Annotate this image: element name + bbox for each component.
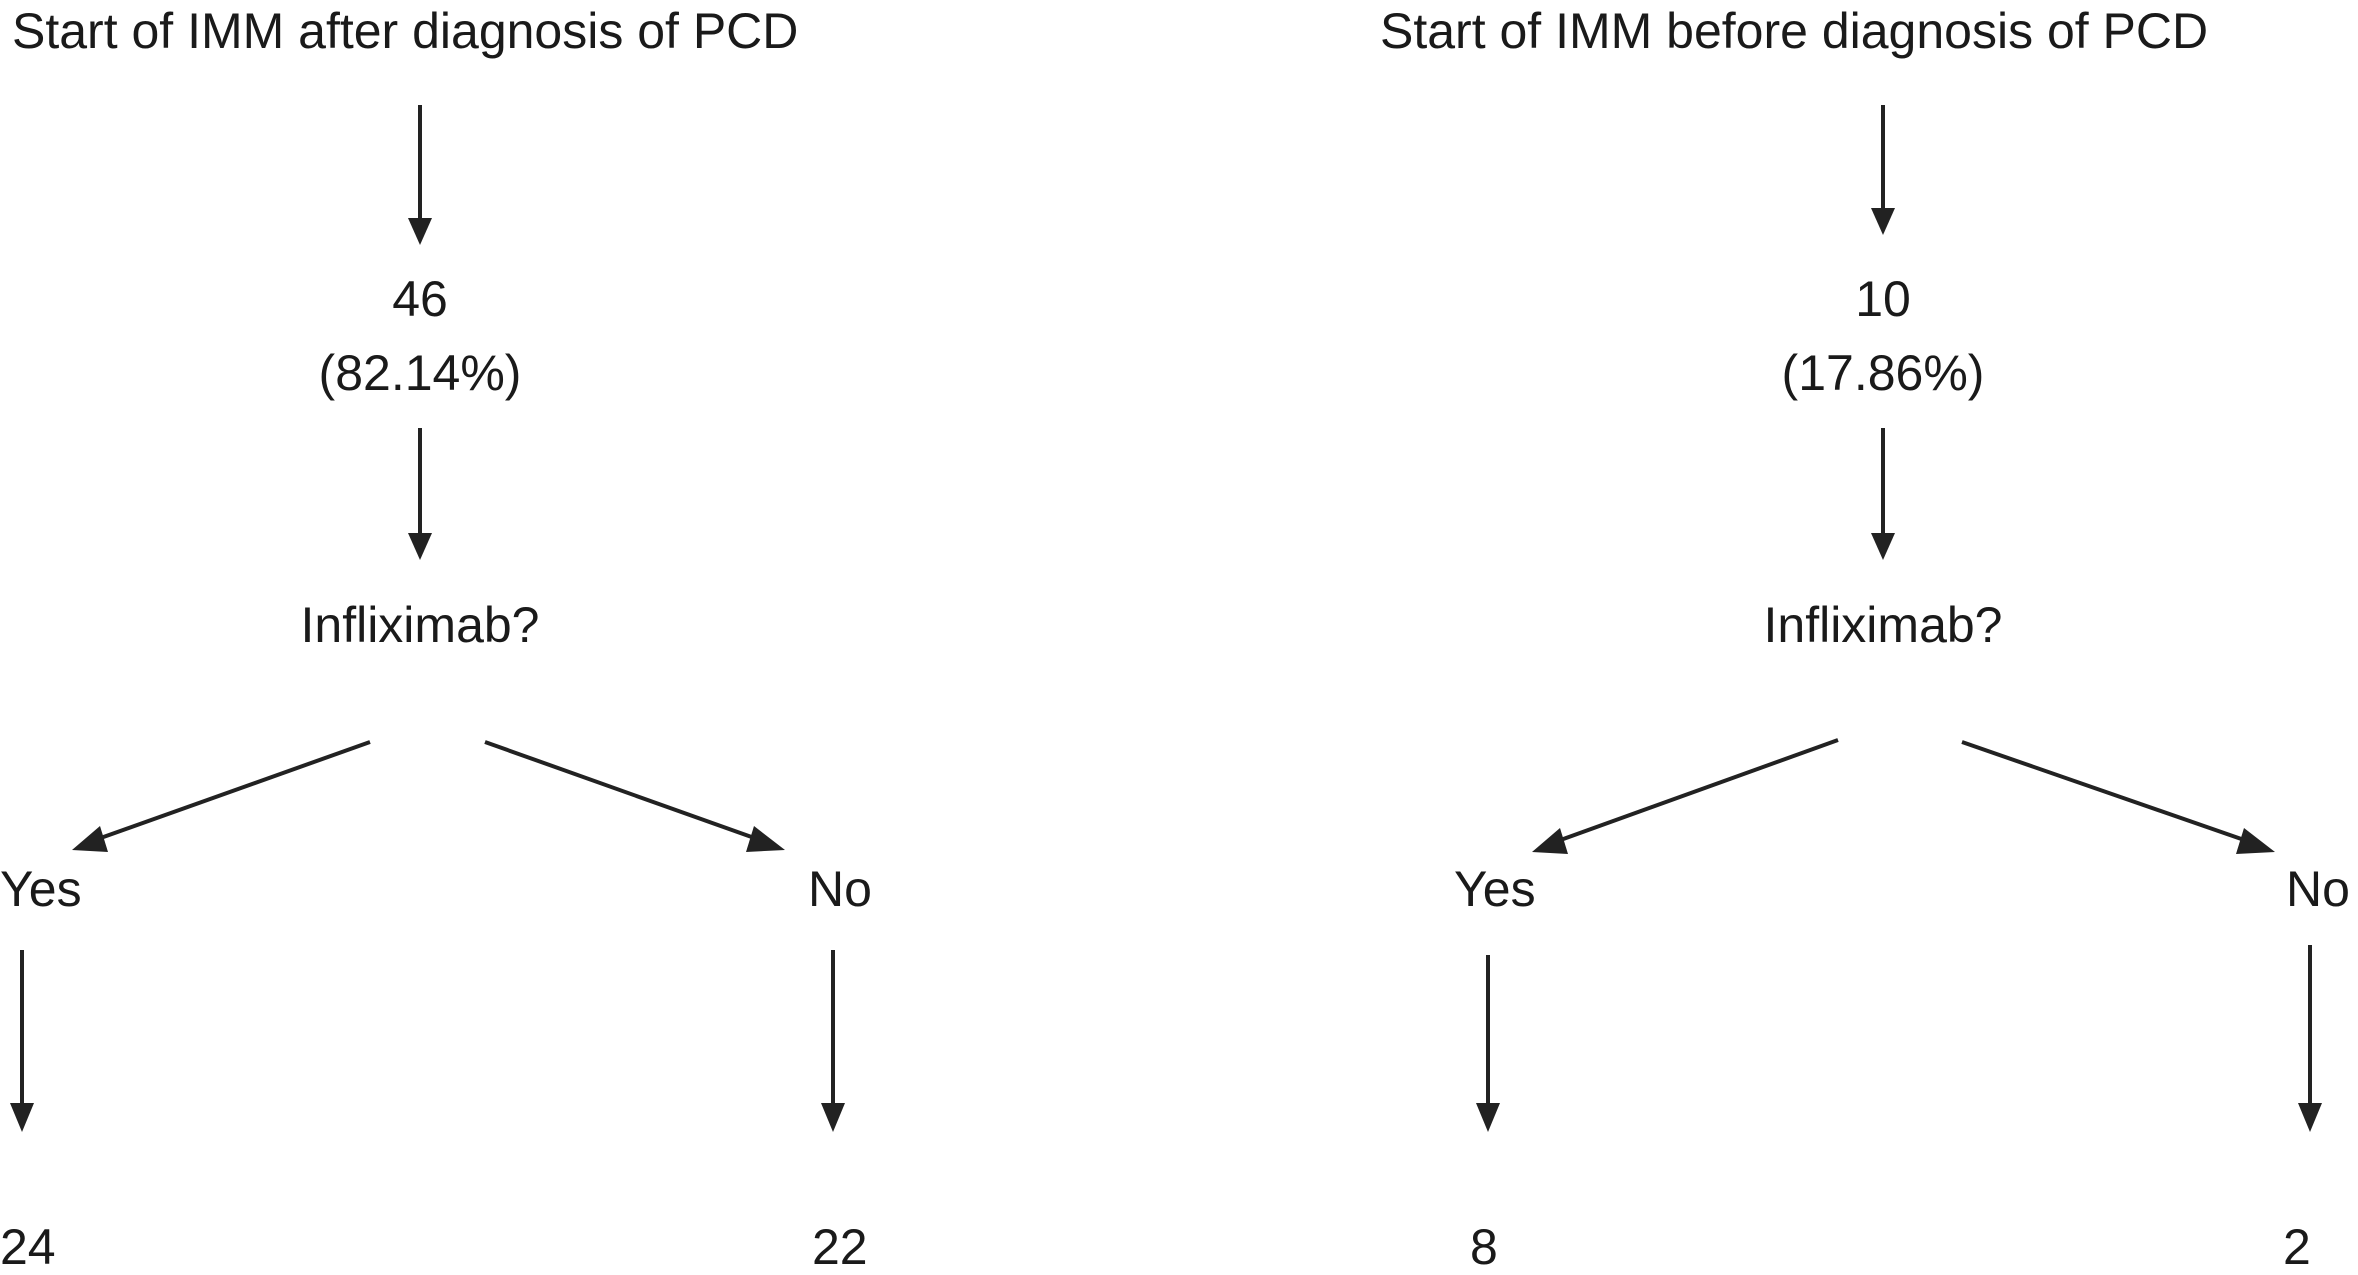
arrow-right-no-to-count [2298, 945, 2322, 1132]
left-count: 46 [392, 271, 448, 327]
left-no-count: 22 [812, 1219, 868, 1275]
right-count: 10 [1855, 271, 1911, 327]
left-yes-label: Yes [0, 861, 82, 917]
right-percent: (17.86%) [1781, 345, 1985, 401]
left-percent: (82.14%) [318, 345, 522, 401]
arrow-left-yes-to-count [10, 950, 34, 1132]
left-count-block: 46 (82.14%) [300, 262, 540, 410]
left-tree-title: Start of IMM after diagnosis of PCD [12, 3, 799, 59]
right-yes-label: Yes [1454, 861, 1536, 917]
right-no-count: 2 [2283, 1219, 2311, 1275]
left-no-label: No [808, 861, 872, 917]
arrow-left-no-to-count [821, 950, 845, 1132]
left-yes-count: 24 [0, 1219, 56, 1275]
arrow-left-question-to-no [484, 740, 785, 852]
right-count-block: 10 (17.86%) [1763, 262, 2003, 410]
right-yes-count: 8 [1470, 1219, 1498, 1275]
right-question: Infliximab? [1763, 597, 2003, 653]
arrow-right-yes-to-count [1476, 955, 1500, 1132]
arrow-right-title-to-count [1871, 105, 1895, 235]
arrow-right-question-to-no [1961, 740, 2275, 854]
arrow-left-question-to-yes [72, 740, 371, 852]
right-tree-title: Start of IMM before diagnosis of PCD [1380, 3, 2209, 59]
left-tree-arrows [10, 105, 845, 1132]
arrow-right-question-to-yes [1532, 738, 1839, 854]
left-question: Infliximab? [300, 597, 540, 653]
right-no-label: No [2286, 861, 2350, 917]
arrow-left-count-to-question [408, 428, 432, 560]
right-tree-arrows [1476, 105, 2322, 1132]
arrow-left-title-to-count [408, 105, 432, 245]
arrow-right-count-to-question [1871, 428, 1895, 560]
